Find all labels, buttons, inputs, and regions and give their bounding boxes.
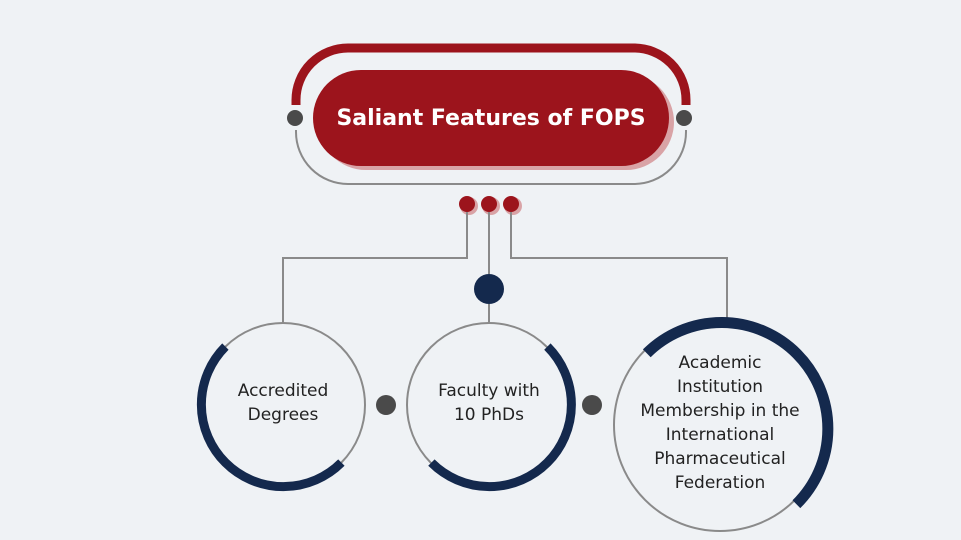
title-bottom-gray-arc xyxy=(295,130,687,185)
diagram-title: Saliant Features of FOPS xyxy=(336,105,646,131)
separator-dot-1 xyxy=(376,395,396,415)
feature-1-line-1: Accredited xyxy=(237,380,329,401)
feature-arc-2 xyxy=(428,343,576,492)
feature-2-line-2: 10 PhDs xyxy=(453,404,524,425)
feature-1-line-2: Degrees xyxy=(247,404,319,425)
feature-3-line-5: Pharmaceutical xyxy=(654,448,786,469)
connector-dot-3 xyxy=(503,196,519,212)
feature-arc-3 xyxy=(642,317,834,509)
feature-3-line-3: Membership in the xyxy=(640,400,800,421)
feature-3-line-2: Institution xyxy=(676,376,764,397)
connector-line-left xyxy=(282,212,468,323)
feature-3-line-1: Academic xyxy=(678,352,762,373)
feature-label-3: Academic Institution Membership in the I… xyxy=(620,340,820,505)
connector-line-right xyxy=(510,212,728,318)
title-right-dot xyxy=(676,110,692,126)
connector-dot-2 xyxy=(481,196,497,212)
feature-label-1: Accredited Degrees xyxy=(208,340,358,465)
separator-dot-2 xyxy=(582,395,602,415)
connector-dot-1 xyxy=(459,196,475,212)
feature-3-line-6: Federation xyxy=(674,472,766,493)
title-pill xyxy=(313,70,669,166)
feature-2-line-1: Faculty with xyxy=(438,380,540,401)
feature-label-2: Faculty with 10 PhDs xyxy=(414,340,564,465)
title-top-red-arc xyxy=(291,43,691,105)
feature-arc-1 xyxy=(196,343,345,492)
feature-3-line-4: International xyxy=(665,424,775,445)
center-hub-dot xyxy=(474,274,504,304)
title-left-dot xyxy=(287,110,303,126)
